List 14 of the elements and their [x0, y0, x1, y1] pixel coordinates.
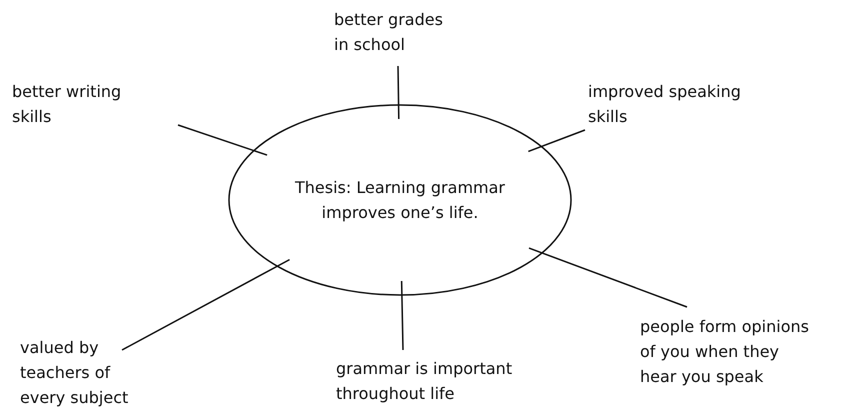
- connector-line: [528, 129, 586, 152]
- connector-line: [400, 280, 404, 350]
- idea-text: better grades in school: [334, 9, 444, 56]
- idea-text: valued by teachers of every subject: [20, 336, 130, 408]
- connector-line: [528, 247, 688, 308]
- thesis-ellipse: [228, 104, 572, 296]
- connector-line: [178, 124, 268, 156]
- connector-line: [397, 66, 400, 120]
- thesis-text: Thesis: Learning grammar improves one’s life.: [294, 177, 506, 224]
- idea-text: grammar is important throughout life: [336, 358, 514, 405]
- connector-line: [122, 258, 290, 351]
- idea-text: improved speaking skills: [588, 81, 742, 128]
- idea-text: better writing skills: [12, 81, 122, 128]
- idea-text: people form opinions of you when they hear you speak: [640, 316, 810, 388]
